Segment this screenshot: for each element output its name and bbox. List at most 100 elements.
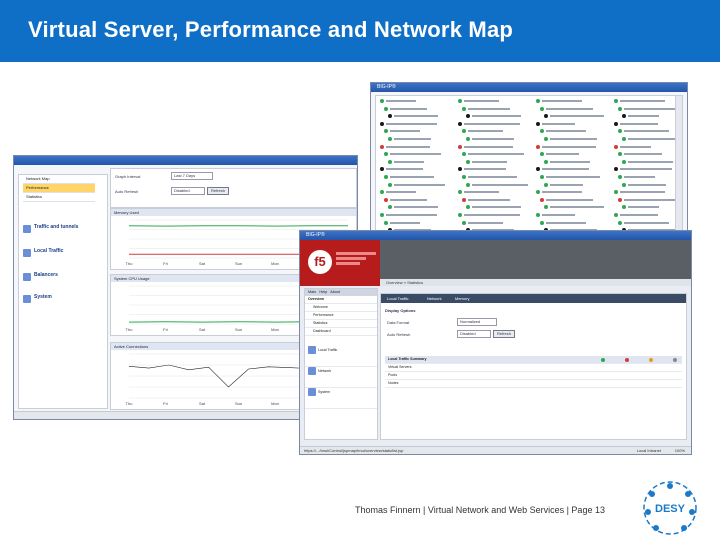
map-node[interactable] <box>536 128 610 136</box>
map-node[interactable] <box>614 113 687 121</box>
vertical-scrollbar[interactable] <box>675 96 682 280</box>
map-node[interactable] <box>614 197 687 205</box>
map-node[interactable] <box>536 106 610 114</box>
data-format-select[interactable]: Normalized <box>457 318 497 326</box>
map-node[interactable] <box>380 113 454 121</box>
map-node[interactable] <box>458 204 532 212</box>
map-node[interactable] <box>380 121 454 129</box>
map-node[interactable] <box>614 121 687 129</box>
refresh-button[interactable]: Refresh <box>493 330 515 338</box>
map-node[interactable] <box>380 128 454 136</box>
map-node[interactable] <box>614 189 687 197</box>
sidebar-item-statistics[interactable]: Statistics <box>305 320 377 328</box>
map-node[interactable] <box>614 144 687 152</box>
table-row[interactable]: Nodes <box>385 380 682 388</box>
map-node[interactable] <box>614 174 687 182</box>
map-node[interactable] <box>458 136 532 144</box>
map-node[interactable] <box>458 174 532 182</box>
auto-refresh-select[interactable]: Disabled <box>457 330 491 338</box>
map-node[interactable] <box>458 98 532 106</box>
bigip-window-titlebar[interactable]: BIG-IP® <box>300 231 691 240</box>
map-node[interactable] <box>380 197 454 205</box>
map-node[interactable] <box>536 144 610 152</box>
sidebar-item-overview[interactable]: Overview <box>305 296 377 304</box>
performance-window-titlebar[interactable] <box>14 156 357 165</box>
map-node[interactable] <box>380 136 454 144</box>
nav-item-performance[interactable]: Performance <box>23 184 95 193</box>
map-node[interactable] <box>380 189 454 197</box>
map-node[interactable] <box>536 98 610 106</box>
map-node[interactable] <box>614 128 687 136</box>
task-balancers[interactable]: Balancers <box>23 271 103 291</box>
map-node[interactable] <box>536 197 610 205</box>
sidebar-item-performance[interactable]: Performance <box>305 312 377 320</box>
map-node[interactable] <box>458 159 532 167</box>
map-node[interactable] <box>458 189 532 197</box>
content-tab-memory[interactable]: Memory <box>455 296 470 301</box>
task-traffic[interactable]: Traffic and tunnels <box>23 223 103 243</box>
map-node[interactable] <box>458 197 532 205</box>
map-node[interactable] <box>458 151 532 159</box>
map-node[interactable] <box>380 212 454 220</box>
zoom-level[interactable]: 100% <box>674 448 685 453</box>
map-node[interactable] <box>614 98 687 106</box>
map-node[interactable] <box>536 204 610 212</box>
map-node[interactable] <box>380 151 454 159</box>
sidebar-item-dashboard[interactable]: Dashboard <box>305 328 377 336</box>
table-row[interactable]: Pools <box>385 372 682 380</box>
auto-refresh-select[interactable]: Disabled <box>171 187 205 195</box>
map-node[interactable] <box>458 144 532 152</box>
map-node[interactable] <box>458 212 532 220</box>
map-node[interactable] <box>380 166 454 174</box>
nav-item-network-map[interactable]: Network Map <box>23 175 95 184</box>
map-node[interactable] <box>458 220 532 228</box>
map-node[interactable] <box>536 166 610 174</box>
content-tab-local-traffic[interactable]: Local Traffic <box>387 296 409 301</box>
map-node[interactable] <box>536 212 610 220</box>
table-row[interactable]: Virtual Servers <box>385 364 682 372</box>
map-node[interactable] <box>380 204 454 212</box>
map-node[interactable] <box>614 182 687 190</box>
content-tab-network[interactable]: Network <box>427 296 442 301</box>
map-node[interactable] <box>614 220 687 228</box>
map-node[interactable] <box>536 189 610 197</box>
nav-item-statistics[interactable]: Statistics <box>23 193 95 202</box>
sidebar-item-welcome[interactable]: Welcome <box>305 304 377 312</box>
map-node[interactable] <box>380 220 454 228</box>
map-node[interactable] <box>380 106 454 114</box>
sidebar-section-local-traffic[interactable]: Local Traffic <box>305 346 377 367</box>
map-node[interactable] <box>536 182 610 190</box>
map-node[interactable] <box>380 98 454 106</box>
map-node[interactable] <box>614 159 687 167</box>
map-node[interactable] <box>614 151 687 159</box>
map-node[interactable] <box>614 106 687 114</box>
map-node[interactable] <box>458 106 532 114</box>
network-map-titlebar[interactable]: BIG-IP® <box>371 83 687 92</box>
task-system[interactable]: System <box>23 293 103 313</box>
map-node[interactable] <box>536 136 610 144</box>
sidebar-section-system[interactable]: System <box>305 388 377 409</box>
sidebar-section-network[interactable]: Network <box>305 367 377 388</box>
map-node[interactable] <box>458 113 532 121</box>
map-node[interactable] <box>458 128 532 136</box>
map-node[interactable] <box>458 182 532 190</box>
map-node[interactable] <box>536 220 610 228</box>
tab-about[interactable]: About <box>330 290 341 294</box>
map-node[interactable] <box>380 144 454 152</box>
map-node[interactable] <box>536 121 610 129</box>
refresh-button[interactable]: Refresh <box>207 187 229 195</box>
map-node[interactable] <box>536 151 610 159</box>
map-node[interactable] <box>614 166 687 174</box>
graph-interval-select[interactable]: Last 7 Days <box>171 172 213 180</box>
map-node[interactable] <box>536 174 610 182</box>
map-node[interactable] <box>380 182 454 190</box>
map-node[interactable] <box>614 136 687 144</box>
tab-main[interactable]: Main <box>308 290 317 294</box>
tab-help[interactable]: Help <box>319 290 328 294</box>
map-node[interactable] <box>614 204 687 212</box>
map-node[interactable] <box>536 113 610 121</box>
map-node[interactable] <box>380 174 454 182</box>
map-node[interactable] <box>536 159 610 167</box>
map-node[interactable] <box>380 159 454 167</box>
task-local-traffic[interactable]: Local Traffic <box>23 247 103 267</box>
